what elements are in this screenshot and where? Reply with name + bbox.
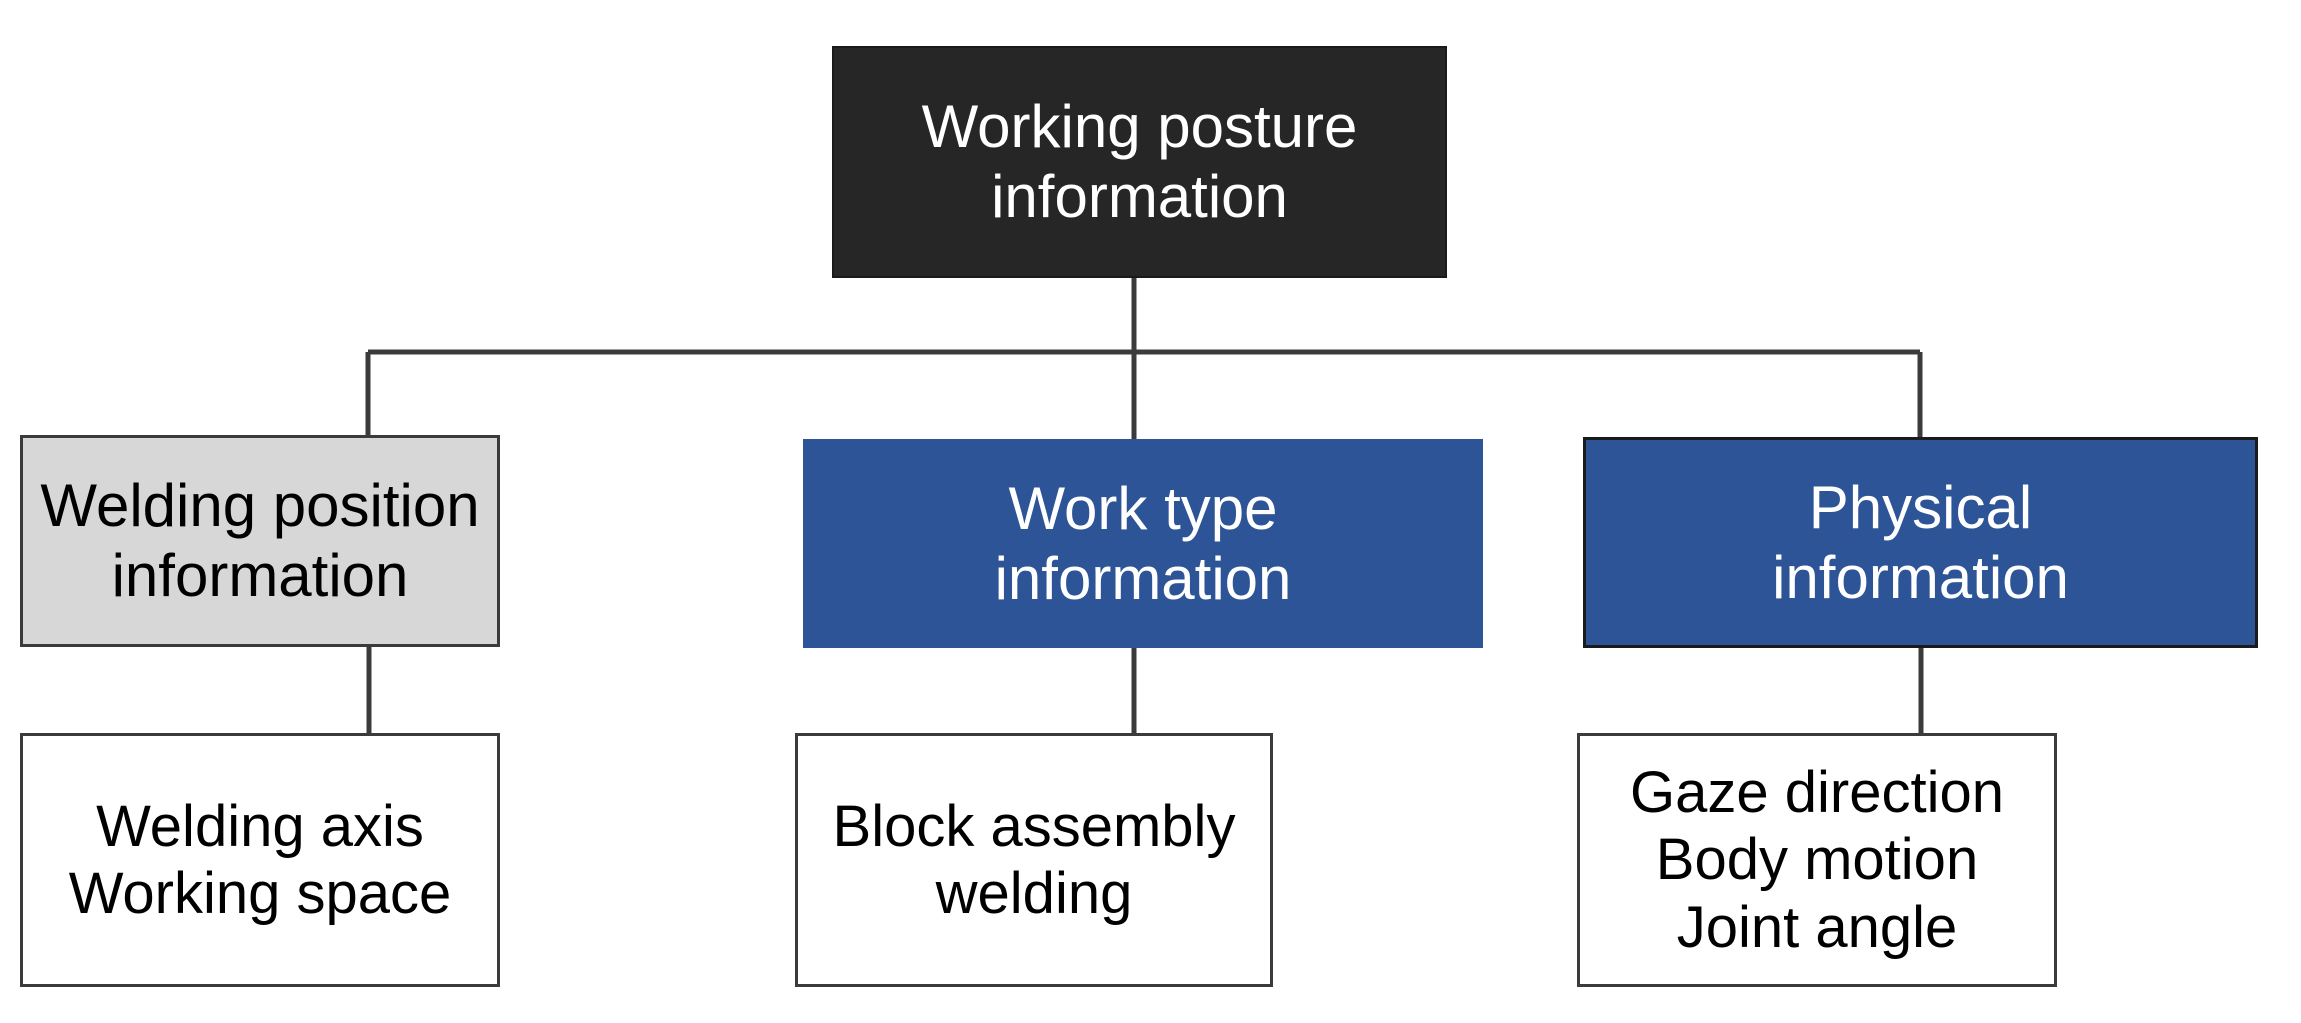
node-physical-information-label: Physical information (1772, 473, 2069, 611)
node-work-type-details-label: Block assembly welding (832, 793, 1236, 926)
node-physical-details: Gaze direction Body motion Joint angle (1577, 733, 2057, 987)
node-welding-position-information: Welding position information (20, 435, 500, 647)
node-work-type-details: Block assembly welding (795, 733, 1273, 987)
node-welding-position-details-label: Welding axis Working space (68, 793, 452, 926)
node-working-posture-information-label: Working posture information (921, 93, 1358, 230)
node-welding-position-information-label: Welding position information (40, 472, 480, 609)
node-welding-position-details: Welding axis Working space (20, 733, 500, 987)
node-work-type-information: Work type information (803, 439, 1483, 648)
node-work-type-information-label: Work type information (994, 474, 1292, 612)
node-physical-details-label: Gaze direction Body motion Joint angle (1630, 760, 2004, 960)
node-physical-information: Physical information (1583, 437, 2258, 648)
node-working-posture-information: Working posture information (832, 46, 1447, 278)
